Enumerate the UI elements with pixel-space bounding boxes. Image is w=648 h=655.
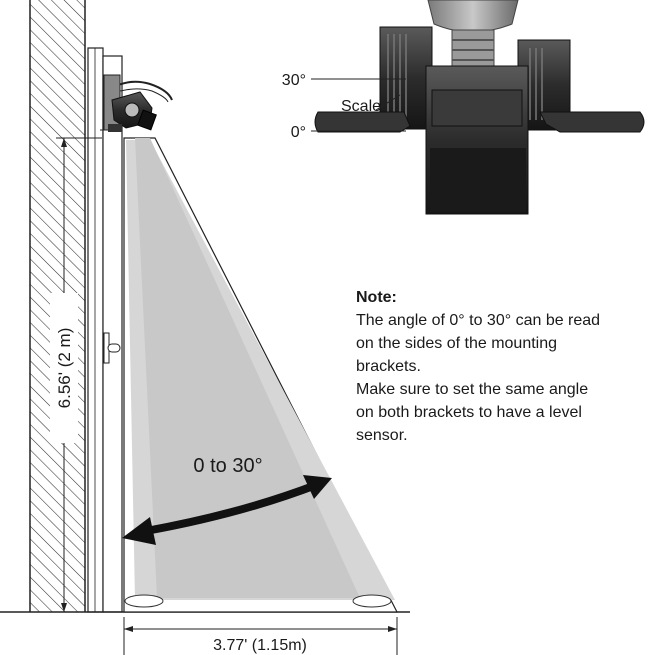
bracket-labels: 30° 0° Scale — [282, 72, 406, 141]
note-line: on both brackets to have a level — [356, 404, 582, 421]
width-dimension: 3.77' (1.15m) — [123, 617, 398, 655]
angle-30-label: 30° — [282, 72, 306, 89]
angle-0-label: 0° — [291, 124, 306, 141]
note-line: The angle of 0° to 30° can be read — [356, 312, 601, 329]
note-title: Note: — [356, 289, 397, 306]
bracket-photo — [314, 0, 645, 222]
floor-spot-left — [124, 594, 164, 608]
door-handle — [103, 332, 121, 364]
scale-label: Scale — [341, 98, 381, 115]
door-frame — [87, 47, 123, 613]
tilt-arrow: 0 to 30° — [122, 455, 332, 545]
floor-spot-right — [352, 594, 392, 608]
note-line: on the sides of the mounting — [356, 335, 558, 352]
detection-cone — [123, 137, 398, 613]
width-label: 3.77' (1.15m) — [213, 637, 307, 654]
note-line: brackets. — [356, 358, 421, 375]
height-label: 6.56' (2 m) — [55, 328, 74, 409]
height-dimension: 6.56' (2 m) — [50, 137, 102, 612]
note-line: Make sure to set the same angle — [356, 381, 589, 398]
tilt-range-label: 0 to 30° — [193, 455, 262, 477]
note-line: sensor. — [356, 427, 408, 444]
note-block: Note: The angle of 0° to 30° can be read… — [356, 286, 646, 447]
sensor-unit — [103, 74, 173, 132]
